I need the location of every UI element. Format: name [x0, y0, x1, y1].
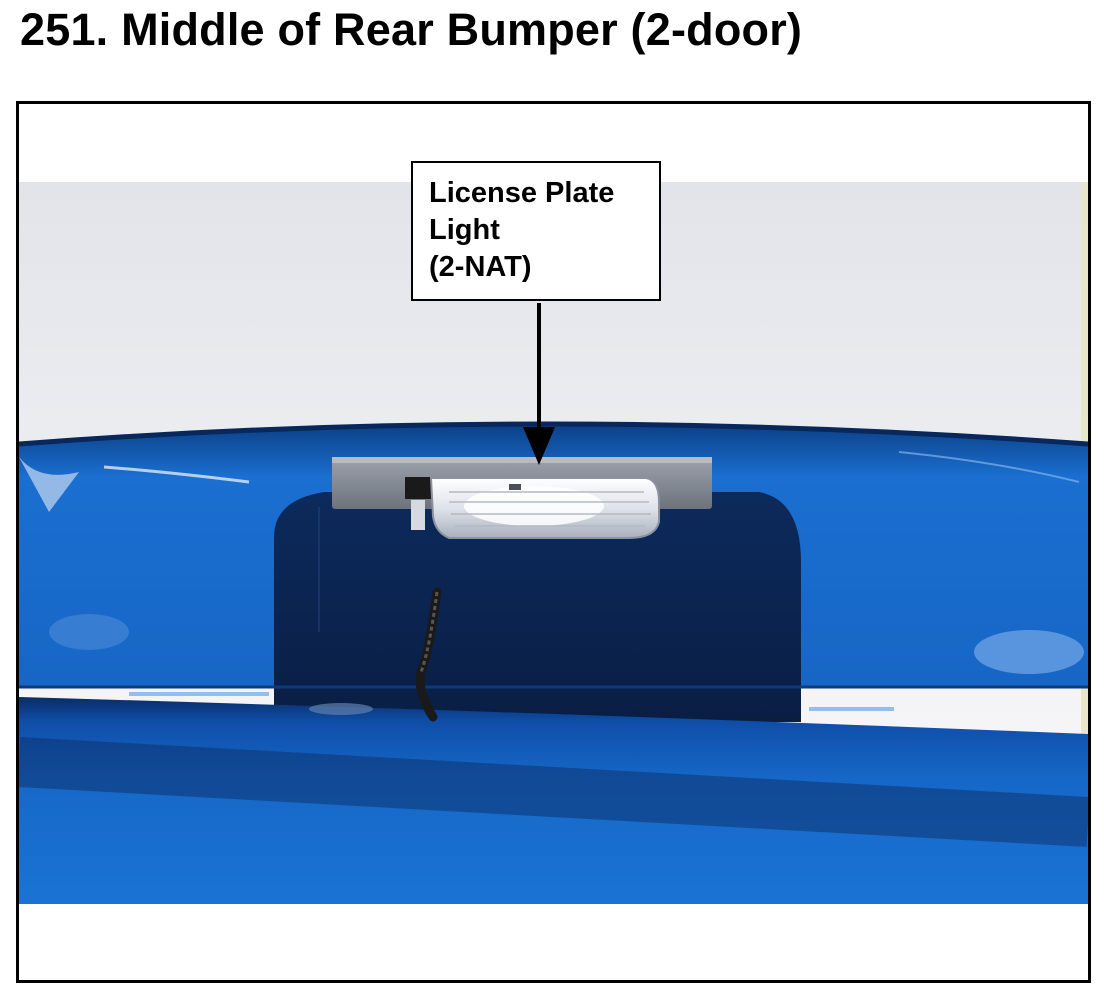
bumper-photo: [19, 182, 1088, 904]
callout-label-box: License Plate Light (2-NAT): [411, 161, 661, 301]
page-title: 251. Middle of Rear Bumper (2-door): [20, 4, 803, 55]
figure-frame: License Plate Light (2-NAT): [16, 101, 1091, 983]
callout-line-1: License Plate: [429, 177, 615, 209]
callout-arrow: [523, 303, 555, 465]
callout-line-2: Light: [429, 214, 500, 246]
callout-line-3: (2-NAT): [429, 251, 532, 283]
